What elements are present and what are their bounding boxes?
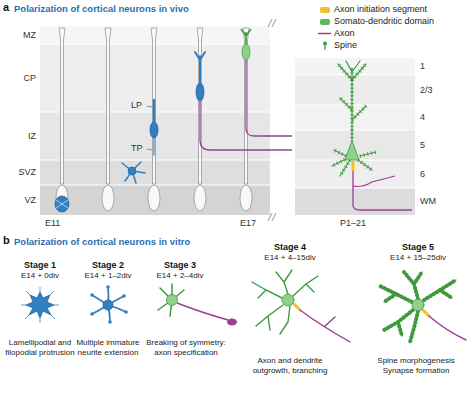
legend-text: Spine (334, 40, 357, 51)
cortex-layers-embryo (40, 19, 276, 221)
layer-number: 6 (420, 169, 425, 180)
layer-label: MZ (4, 30, 36, 41)
age-label: P1–21 (340, 218, 366, 229)
legend-sample (318, 34, 331, 51)
legend-text: Axon (334, 28, 355, 39)
layer-label: SVZ (4, 167, 36, 178)
legend-text: Axon initiation segment (334, 4, 427, 15)
axon (200, 60, 292, 150)
legend-text: Somato-dendritic domain (334, 16, 434, 27)
legend-swatch (320, 19, 330, 25)
stage-label: Stage 3 (140, 260, 220, 271)
stage-label: Stage 2 (74, 260, 142, 271)
culture-time: E14 + 15–25div (373, 253, 463, 263)
pyramidal-neuron (332, 61, 412, 210)
panel-letter: b (3, 234, 10, 247)
stage-description: Lamellipodial and filopodial protrusion (5, 338, 75, 357)
radial-glia (56, 28, 252, 211)
stage2-cell (90, 285, 128, 324)
layer-number: 1 (420, 61, 425, 72)
migrating-neuron (55, 83, 204, 212)
stage-label: Stage 1 (5, 260, 75, 271)
process-label: LP (131, 100, 142, 111)
process-label: TP (131, 143, 143, 154)
layer-number: 2/3 (420, 85, 433, 96)
stage4-cell (252, 270, 350, 342)
stage-description: Axon and dendrite outgrowth, branching (240, 356, 340, 375)
layer-label: VZ (4, 195, 36, 206)
layer-number: 4 (420, 112, 425, 123)
stage3-cell (158, 284, 237, 326)
age-label: E11 (45, 218, 60, 229)
layer-number: WM (420, 196, 436, 207)
stage5-cell (380, 272, 466, 342)
culture-time: E14 + 1–2div (74, 271, 142, 281)
cortex-layers-postnatal (295, 58, 415, 215)
layer-number: 5 (420, 140, 425, 151)
panel-letter: a (3, 1, 9, 14)
neurite (56, 52, 205, 208)
culture-time: E14 + 2–4div (140, 271, 220, 281)
stage1-cell (21, 287, 59, 323)
culture-time: E14 + 0div (5, 271, 75, 281)
age-label: E17 (240, 218, 256, 229)
stage-label: Stage 5 (373, 242, 463, 253)
legend-swatch (320, 7, 330, 13)
leader-line (147, 106, 152, 150)
layer-label: CP (4, 73, 36, 84)
polarized-neuron (241, 29, 251, 60)
stage-label: Stage 4 (245, 242, 335, 253)
stage-description: Breaking of symmetry: axon specification (143, 338, 229, 357)
culture-time: E14 + 4–15div (245, 253, 335, 263)
panel-title: Polarization of cortical neurons in vivo (14, 3, 189, 14)
stage-description: Spine morphogenesis Synapse formation (366, 356, 466, 375)
stage-description: Multiple immature neurite extension (74, 338, 142, 357)
panel-title: Polarization of cortical neurons in vitr… (14, 236, 190, 247)
layer-label: IZ (4, 131, 36, 142)
